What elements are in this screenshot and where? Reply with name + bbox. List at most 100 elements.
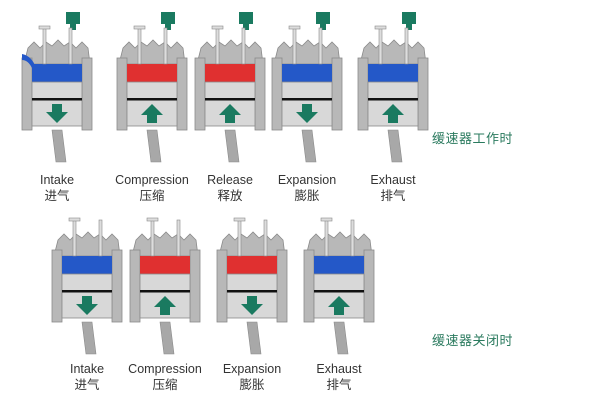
piston-ring [368,98,418,101]
exhaust-valve [98,219,103,257]
arrow-up-icon [141,104,163,123]
connecting-rod [146,129,162,163]
cylinder-head [359,39,427,65]
connecting-rod [224,129,240,163]
stroke-label-en: Expansion [222,362,282,376]
actuator-icon [239,12,253,24]
stroke-label-zh: 释放 [217,189,243,203]
exhaust-valve [404,27,409,65]
cylinder-wall-right [111,249,123,323]
combustion-gas [205,64,255,82]
retarder-off-note: 缓速器关闭时 [432,333,514,348]
actuator-stem [320,24,326,30]
cylinder-head [23,39,91,65]
cylinder-wall-left [116,57,128,131]
piston-ring [32,98,82,101]
intake-valve [324,219,329,257]
actuator-stem [70,24,76,30]
intake-valve-cap [38,25,51,30]
exhaust-valve [263,219,268,257]
combustion-gas [32,64,82,82]
intake-port-gas [22,54,36,68]
cylinder-wall-right [189,249,201,323]
piston-ring [314,290,364,293]
cylinder-head [131,231,199,257]
exhaust-valve [163,27,168,65]
stroke-label-zh: 膨胀 [239,378,265,392]
stroke-label: Release 释放 [175,172,285,204]
connecting-rod [51,129,67,163]
combustion-gas [368,64,418,82]
piston-ring [140,290,190,293]
combustion-gas [140,256,190,274]
stroke-label-en: Exhaust [316,362,362,376]
cylinder-head [53,231,121,257]
combustion-gas [314,256,364,274]
stroke-label-en: Compression [128,362,202,376]
actuator-stem [165,24,171,30]
intake-valve-cap [211,25,224,30]
intake-valve-cap [374,25,387,30]
intake-valve [378,27,383,65]
engine-intake [21,12,93,163]
intake-valve-cap [320,217,333,222]
intake-valve [72,219,77,257]
piston [313,273,365,319]
piston-ring [127,98,177,101]
exhaust-valve [350,219,355,257]
exhaust-valve [318,27,323,65]
engine-expansion [216,217,288,355]
arrow-up-icon [328,296,350,315]
intake-valve [42,27,47,65]
cylinder-wall-left [21,57,33,131]
cylinder-wall-right [276,249,288,323]
connecting-rod [387,129,403,163]
stroke-label-zh: 膨胀 [294,189,320,203]
connecting-rod [159,321,175,355]
piston-ring [62,290,112,293]
cylinder-wall-left [51,249,63,323]
combustion-gas [62,256,112,274]
arrow-up-icon [154,296,176,315]
stroke-label-zh: 进气 [44,189,70,203]
cylinder-wall-right [81,57,93,131]
stroke-label-zh: 压缩 [152,378,178,392]
engine-exhaust [357,12,429,163]
piston-ring [282,98,332,101]
combustion-gas [227,256,277,274]
cylinder-head [196,39,264,65]
stroke-label: Expansion 膨胀 [197,361,307,393]
cylinder-wall-left [357,57,369,131]
stroke-label: Compression 压缩 [110,361,220,393]
piston-ring [227,290,277,293]
intake-valve-cap [288,25,301,30]
engine-intake [51,217,123,355]
engine-release [194,12,266,163]
intake-valve [292,27,297,65]
arrow-up-icon [219,104,241,123]
combustion-gas [127,64,177,82]
exhaust-valve [176,219,181,257]
engine-expansion [271,12,343,163]
intake-valve [150,219,155,257]
cylinder-wall-right [254,57,266,131]
cylinder-wall-right [331,57,343,131]
stroke-label-en: Expansion [277,173,337,187]
stroke-label-en: Release [207,173,253,187]
exhaust-valve [241,27,246,65]
retarder-on-note: 缓速器工作时 [432,131,514,146]
arrow-down-icon [241,296,263,315]
exhaust-valve [68,27,73,65]
arrow-down-icon [296,104,318,123]
piston-ring [205,98,255,101]
connecting-rod [81,321,97,355]
actuator-icon [66,12,80,24]
stroke-label-en: Compression [115,173,189,187]
stroke-label-zh: 排气 [326,378,352,392]
actuator-stem [406,24,412,30]
cylinder-wall-left [303,249,315,323]
cylinder-head [218,231,286,257]
